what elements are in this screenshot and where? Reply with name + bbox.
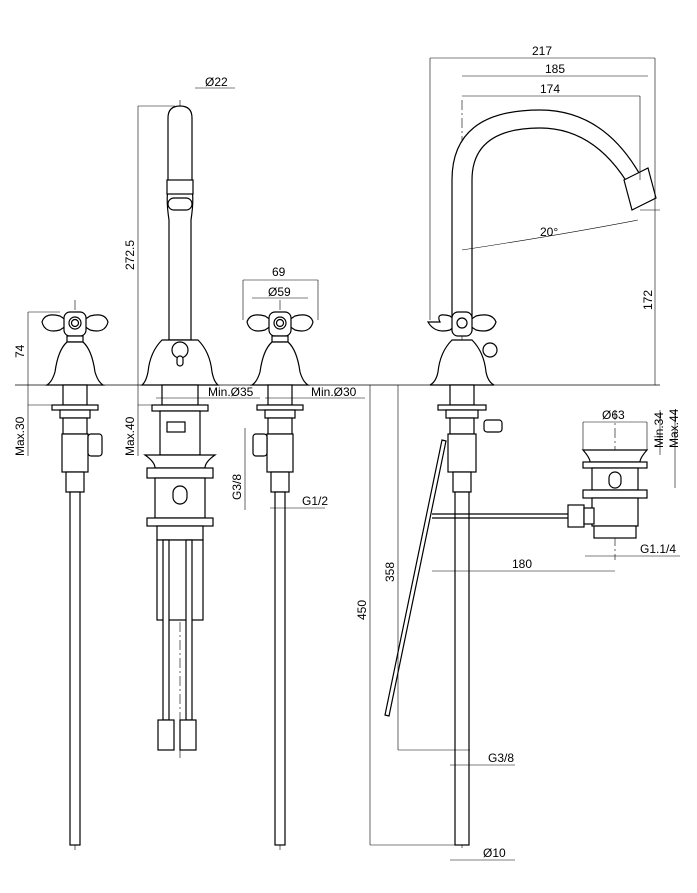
dim-min-hole-valve: Min.Ø30 xyxy=(311,385,357,399)
dim-handle-width: 69 xyxy=(272,265,286,279)
dim-spout-reach-outer: 185 xyxy=(545,62,565,76)
dim-min-hole-spout: Min.Ø35 xyxy=(208,385,254,399)
dim-max-30: Max.30 xyxy=(13,416,27,456)
dim-valve-outlet-thread: G1/2 xyxy=(302,494,328,508)
dim-lever-length: 358 xyxy=(383,562,397,582)
dim-spout-diameter: Ø22 xyxy=(205,75,228,89)
dim-hose-diameter: Ø10 xyxy=(483,846,506,860)
dim-waste-diameter: Ø63 xyxy=(602,408,625,422)
dim-spout-height-side: 272.5 xyxy=(123,240,137,270)
pop-up-waste xyxy=(567,410,649,560)
dim-hose-thread: G3/8 xyxy=(488,751,514,765)
dim-valve-inlet-thread: G3/8 xyxy=(230,474,244,500)
dim-waste-max: Max.44 xyxy=(667,408,681,448)
dim-outlet-height: 172 xyxy=(641,290,655,310)
dim-spout-reach: 174 xyxy=(540,82,560,96)
dim-bell-diameter: Ø59 xyxy=(268,285,291,299)
dim-waste-thread: G1.1/4 xyxy=(640,542,676,556)
dim-spout-angle: 20° xyxy=(540,225,558,239)
spout-front-view xyxy=(384,100,657,850)
right-valve xyxy=(246,300,314,850)
dim-rod-distance: 180 xyxy=(512,557,532,571)
dim-total-reach: 217 xyxy=(532,44,552,58)
dim-hose-length: 450 xyxy=(355,600,369,620)
left-valve xyxy=(41,300,109,850)
dim-handle-height: 74 xyxy=(13,344,27,358)
spout-side-view xyxy=(140,100,220,760)
dim-waste-min: Min.34 xyxy=(652,412,666,448)
dim-max-40: Max.40 xyxy=(123,416,137,456)
dimension-lines xyxy=(27,57,680,861)
